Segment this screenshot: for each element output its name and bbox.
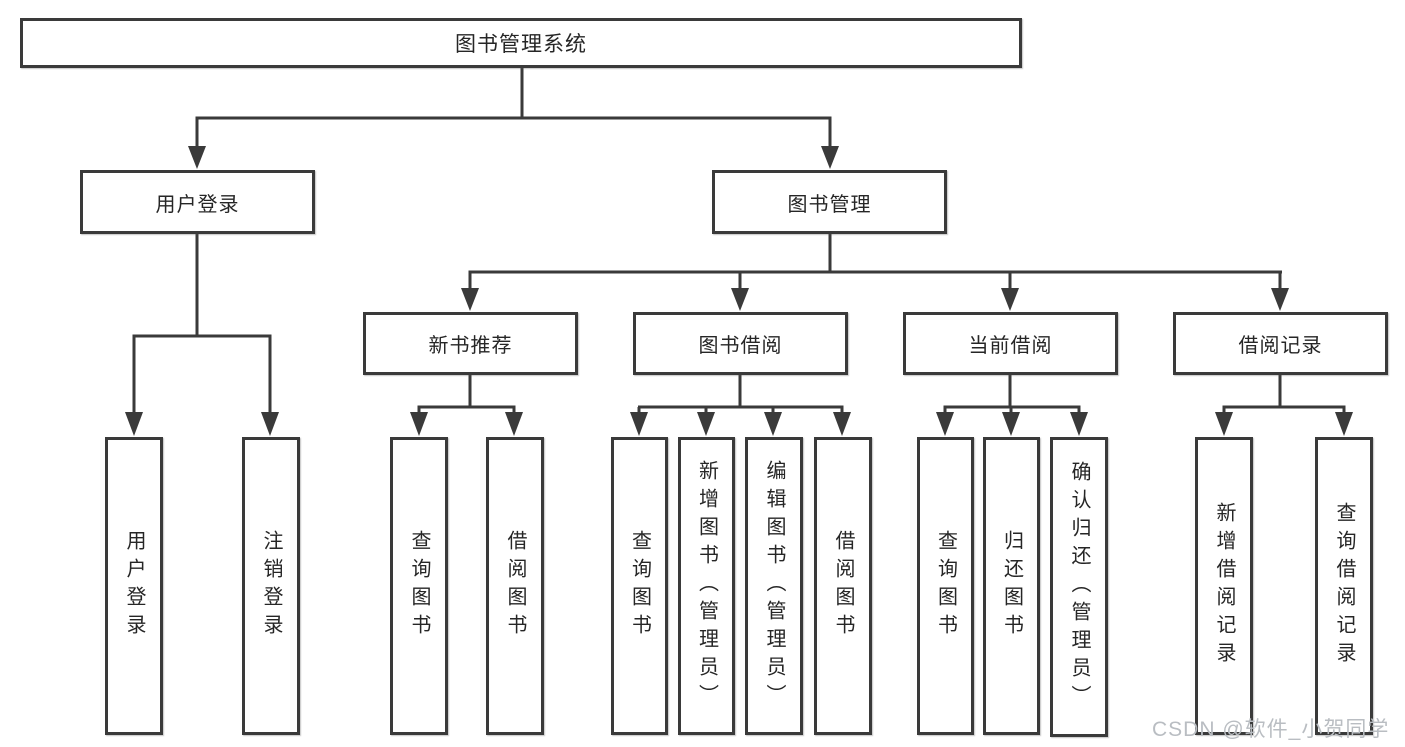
node-root: 图书管理系统	[20, 18, 1022, 68]
leaf-return-books-label: 归还图书	[1000, 530, 1023, 642]
leaf-borrow-books: 借阅图书	[814, 437, 872, 735]
arrowheads-borrow-records-group	[1215, 412, 1353, 436]
leaf-add-borrow-record: 新增借阅记录	[1195, 437, 1253, 735]
connectors-new-book-group	[417, 375, 516, 414]
node-book-borrow-label: 图书借阅	[698, 335, 783, 357]
connectors-book-management-group	[468, 234, 1282, 290]
connectors-borrow-records-group	[1222, 375, 1346, 414]
leaf-query-books-recommend-label: 查询图书	[408, 530, 430, 642]
leaf-borrow-books-recommend-label: 借阅图书	[504, 530, 526, 642]
leaf-add-book-admin-label: 新增图书（管理员）	[695, 460, 718, 712]
watermark-text: CSDN @软件_小贺同学	[1152, 718, 1390, 741]
connectors-user-login-group	[132, 234, 272, 414]
node-book-borrow: 图书借阅	[633, 312, 848, 375]
leaf-add-book-admin: 新增图书（管理员）	[678, 437, 735, 735]
leaf-query-borrow-record-label: 查询借阅记录	[1333, 502, 1355, 670]
leaf-logout-login-label: 注销登录	[260, 530, 282, 642]
leaf-user-login: 用户登录	[105, 437, 163, 735]
arrowheads-level1	[188, 146, 839, 169]
leaf-query-books-recommend: 查询图书	[390, 437, 448, 735]
node-current-borrow: 当前借阅	[903, 312, 1118, 375]
leaf-query-books-borrow: 查询图书	[611, 437, 668, 735]
leaf-confirm-return-admin-label: 确认归还（管理员）	[1068, 461, 1090, 713]
node-borrow-records: 借阅记录	[1173, 312, 1388, 375]
node-book-management-label: 图书管理	[787, 193, 872, 216]
arrowheads-book-management-group	[461, 288, 1289, 311]
connectors-current-borrow-group	[943, 375, 1081, 414]
leaf-return-books: 归还图书	[983, 437, 1040, 735]
node-book-management: 图书管理	[712, 170, 947, 234]
leaf-query-books-current: 查询图书	[917, 437, 974, 735]
node-user-login-label: 用户登录	[155, 193, 240, 216]
leaf-query-books-borrow-label: 查询图书	[628, 530, 651, 642]
connectors-level1	[195, 68, 832, 147]
arrowheads-user-login-group	[125, 412, 279, 436]
leaf-confirm-return-admin: 确认归还（管理员）	[1050, 437, 1108, 737]
leaf-user-login-label: 用户登录	[123, 530, 145, 642]
leaf-borrow-books-recommend: 借阅图书	[486, 437, 544, 735]
leaf-query-books-current-label: 查询图书	[934, 530, 957, 642]
leaf-edit-book-admin-label: 编辑图书（管理员）	[763, 460, 785, 712]
leaf-borrow-books-label: 借阅图书	[832, 530, 854, 642]
leaf-add-borrow-record-label: 新增借阅记录	[1213, 502, 1235, 670]
node-user-login: 用户登录	[80, 170, 315, 234]
connectors-book-borrow-group	[637, 375, 844, 414]
arrowheads-current-borrow-group	[936, 412, 1088, 436]
node-new-book-recommend: 新书推荐	[363, 312, 578, 375]
leaf-query-borrow-record: 查询借阅记录	[1315, 437, 1373, 735]
node-root-label: 图书管理系统	[455, 33, 587, 56]
arrowheads-book-borrow-group	[630, 412, 851, 436]
node-new-book-recommend-label: 新书推荐	[428, 335, 513, 357]
arrowheads-new-book-group	[410, 412, 523, 436]
leaf-logout-login: 注销登录	[242, 437, 300, 735]
node-current-borrow-label: 当前借阅	[968, 335, 1053, 357]
leaf-edit-book-admin: 编辑图书（管理员）	[745, 437, 803, 735]
node-borrow-records-label: 借阅记录	[1238, 335, 1323, 357]
